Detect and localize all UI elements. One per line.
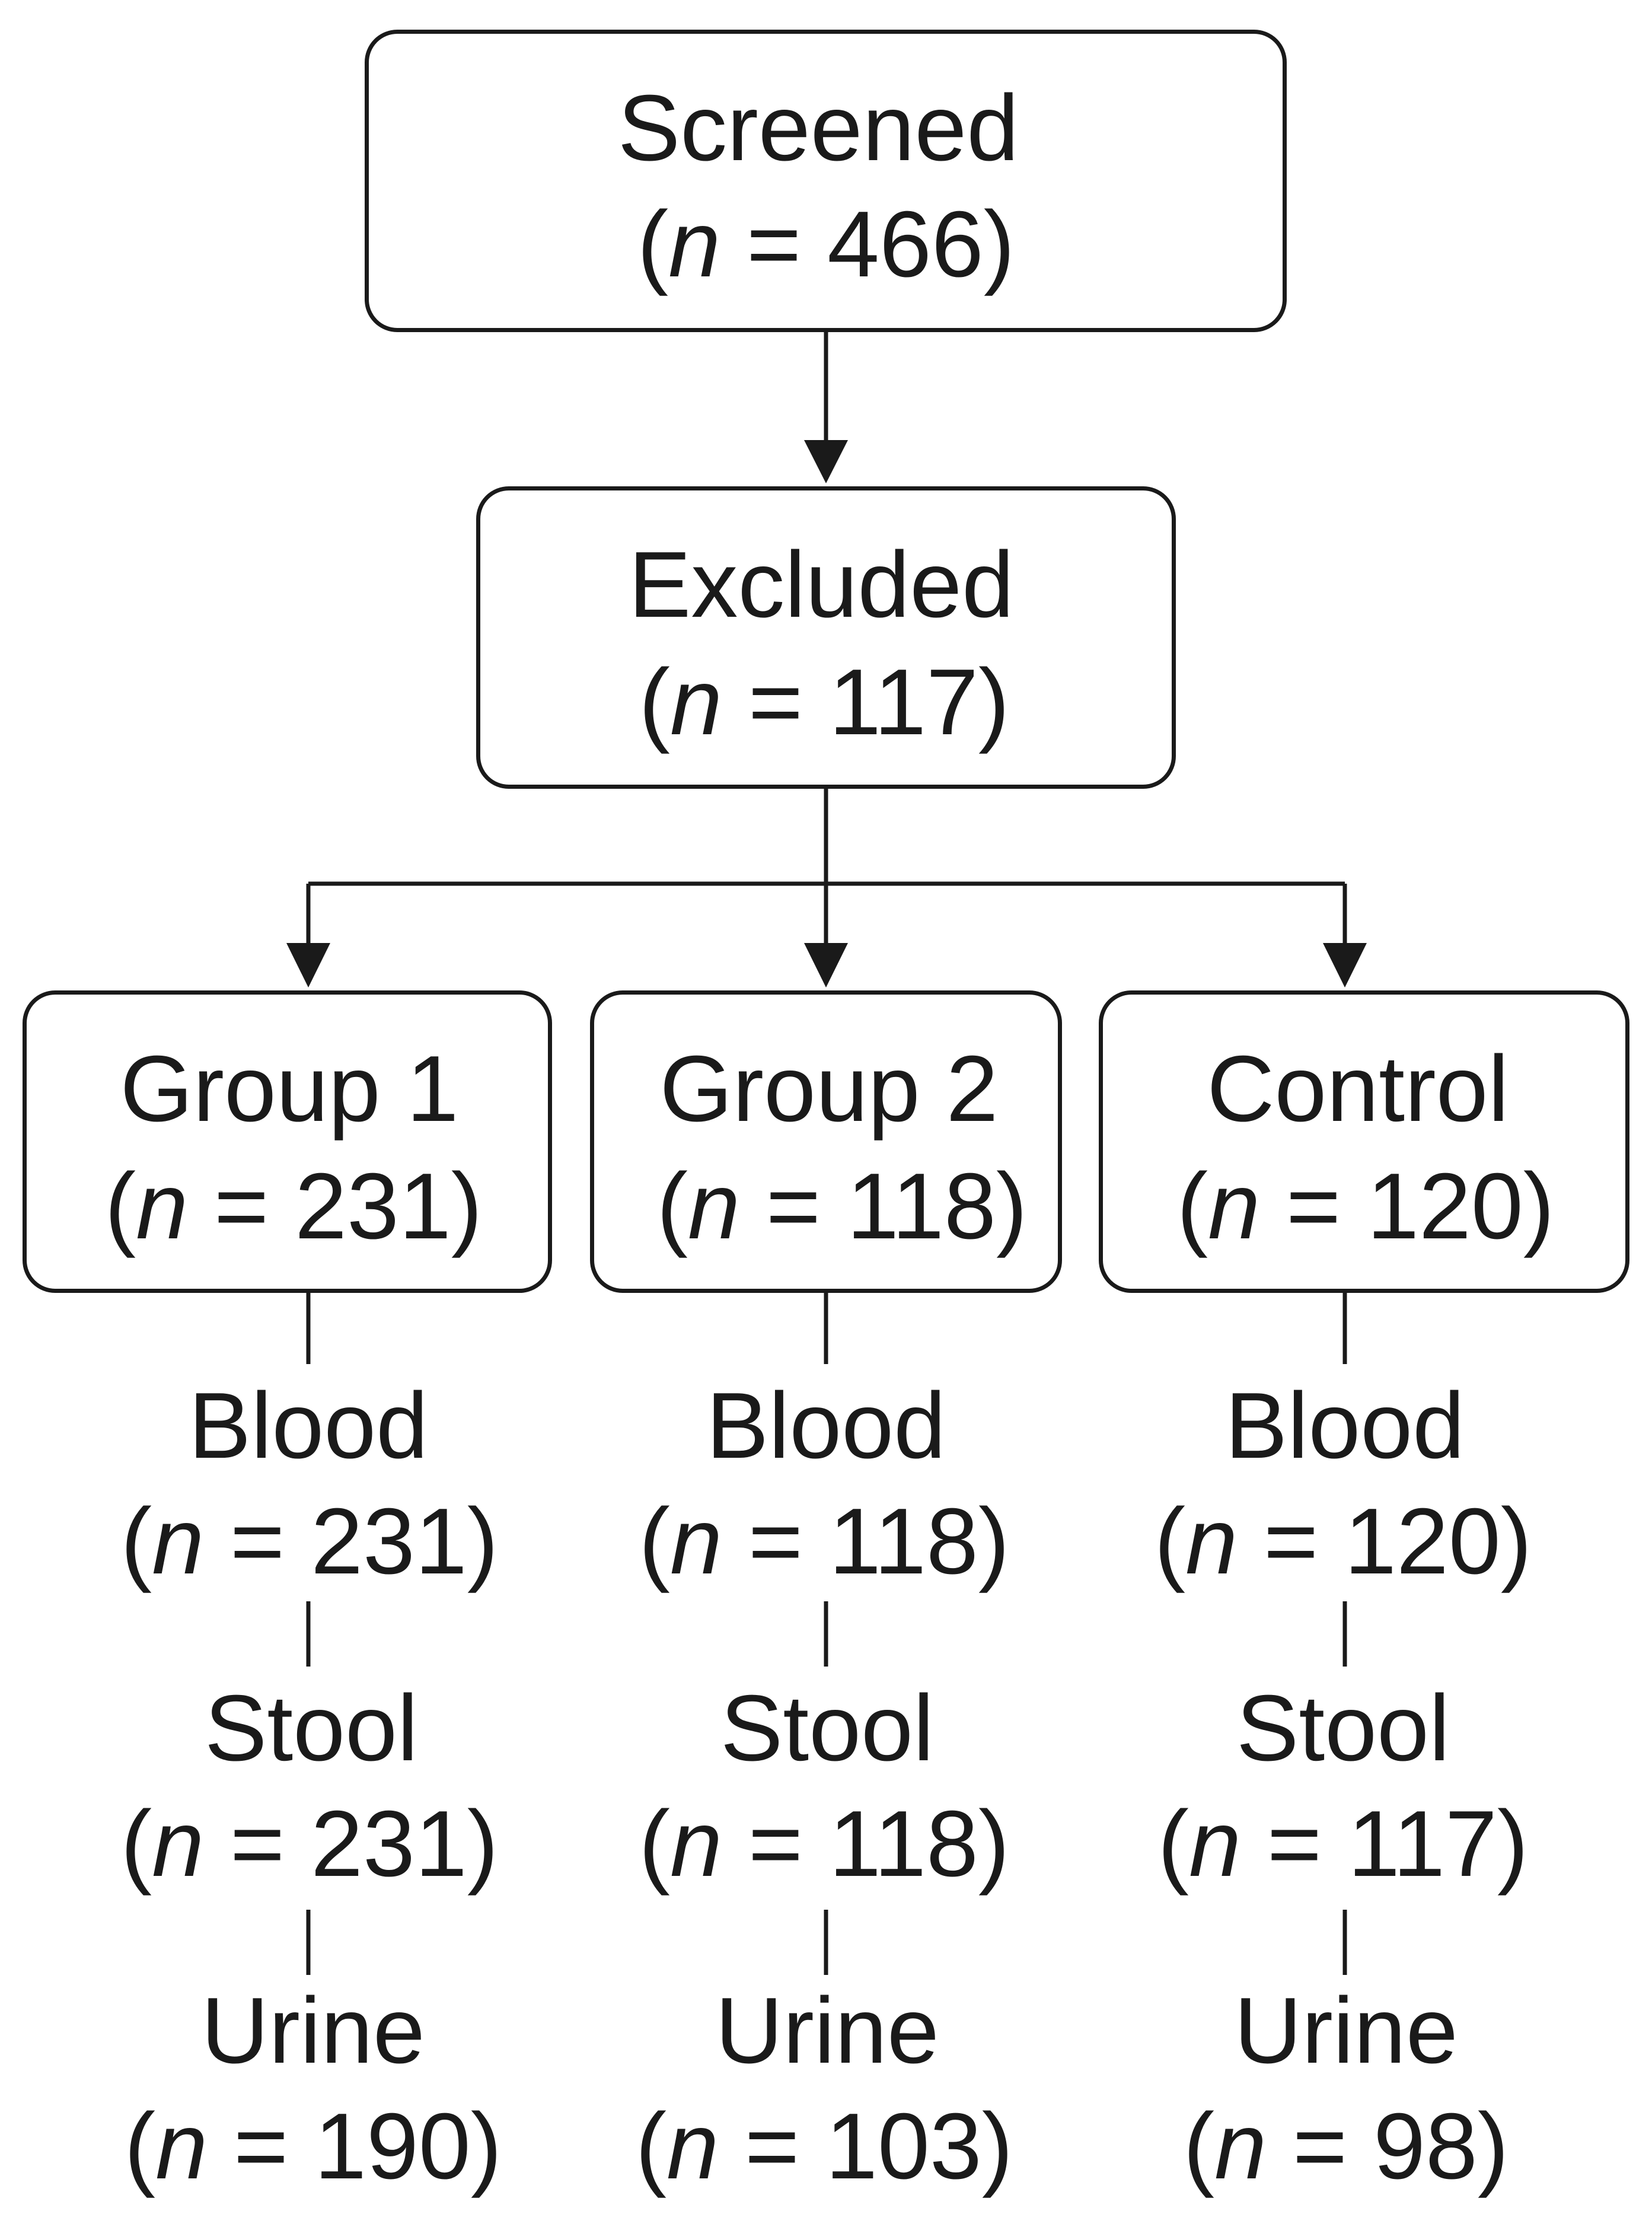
arrowhead-to-control bbox=[1323, 943, 1367, 987]
control-blood-count: (n = 120) bbox=[1154, 1489, 1532, 1594]
arrowhead-to-excluded bbox=[804, 440, 848, 483]
group2-urine-label: Urine bbox=[715, 1979, 939, 2083]
screened-box bbox=[365, 30, 1287, 332]
screened-count: (n = 466) bbox=[637, 192, 1015, 297]
control-urine-label: Urine bbox=[1234, 1979, 1458, 2083]
group1-count: (n = 231) bbox=[104, 1154, 483, 1259]
group2-stool-label: Stool bbox=[720, 1676, 935, 1780]
group2-blood-count: (n = 118) bbox=[639, 1489, 1010, 1594]
group1-blood-label: Blood bbox=[188, 1374, 429, 1478]
group2-label: Group 2 bbox=[659, 1037, 999, 1141]
control-blood-label: Blood bbox=[1224, 1374, 1465, 1478]
group2-box bbox=[590, 990, 1062, 1293]
excluded-box bbox=[476, 486, 1176, 789]
control-urine-count: (n = 98) bbox=[1183, 2094, 1509, 2199]
group2-stool-count: (n = 118) bbox=[639, 1792, 1010, 1896]
group1-blood-count: (n = 231) bbox=[120, 1489, 499, 1594]
excluded-count: (n = 117) bbox=[639, 650, 1010, 754]
control-label: Control bbox=[1207, 1037, 1509, 1141]
group1-label: Group 1 bbox=[120, 1037, 459, 1141]
control-stool-label: Stool bbox=[1236, 1676, 1450, 1780]
excluded-label: Excluded bbox=[629, 533, 1014, 637]
group1-stool-label: Stool bbox=[204, 1676, 419, 1780]
group2-count: (n = 118) bbox=[656, 1154, 1028, 1259]
group1-box bbox=[23, 990, 552, 1293]
control-stool-count: (n = 117) bbox=[1157, 1792, 1529, 1896]
group1-urine-count: (n = 190) bbox=[124, 2094, 502, 2199]
arrowhead-to-group2 bbox=[804, 943, 848, 987]
group1-urine-label: Urine bbox=[201, 1979, 425, 2083]
arrowhead-to-group1 bbox=[286, 943, 330, 987]
group2-blood-label: Blood bbox=[706, 1374, 946, 1478]
group2-urine-count: (n = 103) bbox=[635, 2094, 1013, 2199]
group1-stool-count: (n = 231) bbox=[120, 1792, 499, 1896]
control-count: (n = 120) bbox=[1176, 1154, 1555, 1259]
screened-label: Screened bbox=[617, 76, 1019, 180]
control-box bbox=[1099, 990, 1629, 1293]
